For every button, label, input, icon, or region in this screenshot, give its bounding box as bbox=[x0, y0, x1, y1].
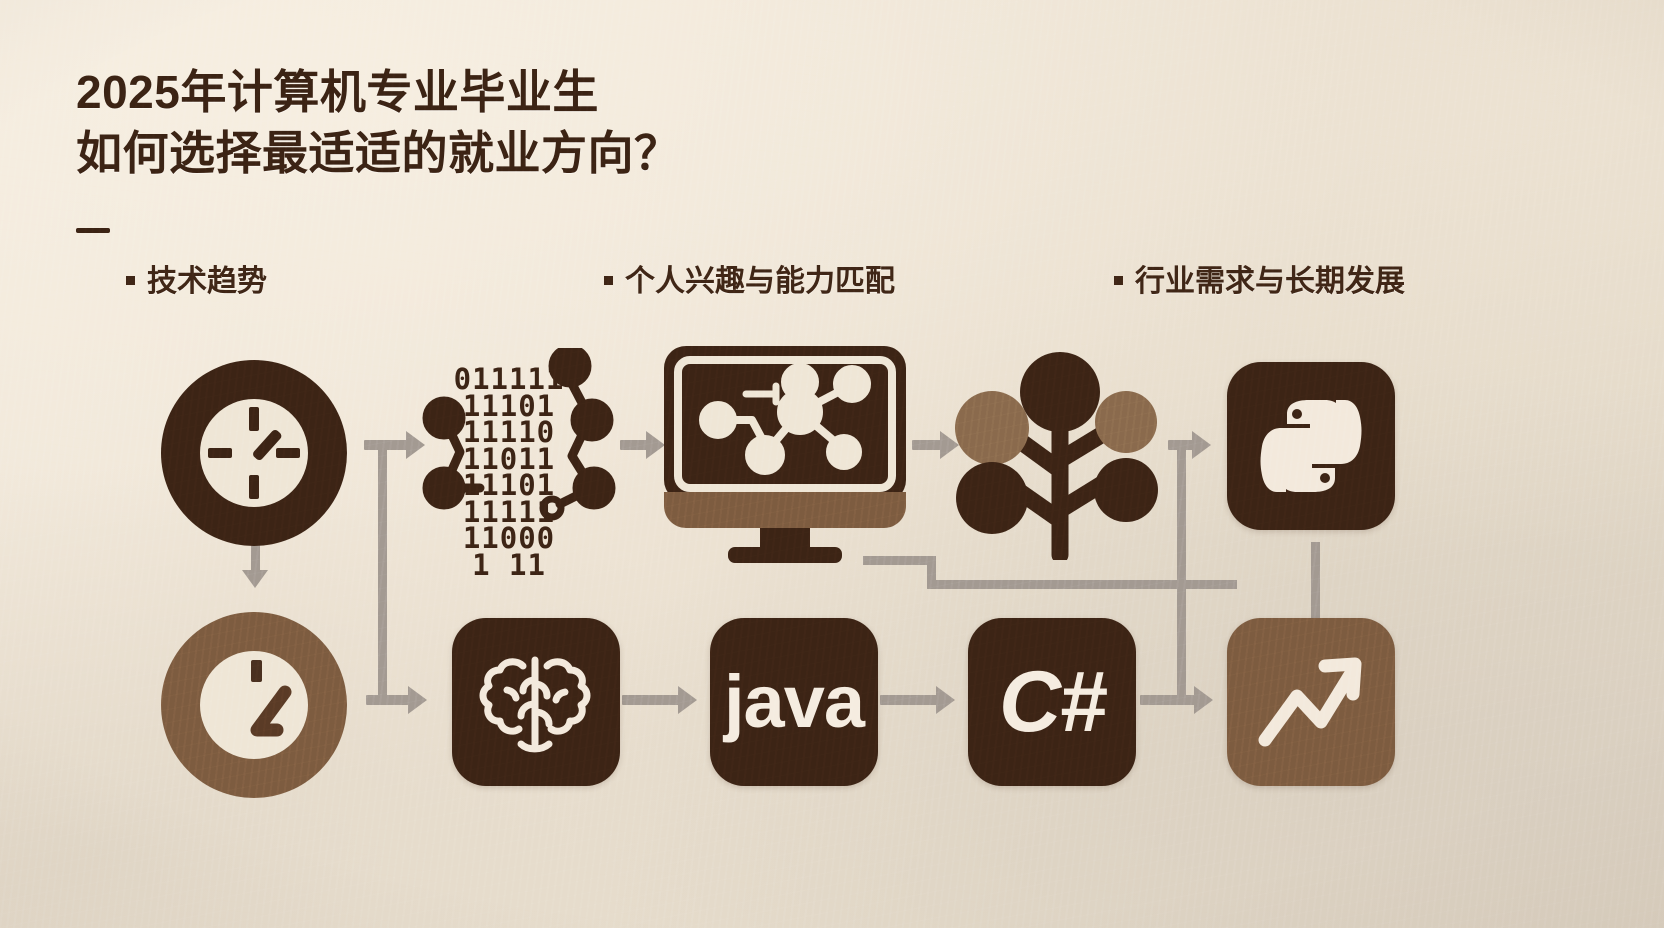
clock-hand-curved bbox=[250, 685, 292, 737]
arrow-csharp-to-trend bbox=[1140, 686, 1213, 714]
arrow-brain-to-java bbox=[622, 686, 697, 714]
node-binary-network[interactable]: 011111 11101 11110 11011 11101 11111 110… bbox=[420, 348, 620, 579]
flow-diagram: 011111 11101 11110 11011 11101 11111 110… bbox=[0, 330, 1664, 850]
node-java[interactable]: java bbox=[710, 618, 878, 786]
title-line-1: 2025年计算机专业毕业生 bbox=[76, 66, 599, 118]
clock-tick-12 bbox=[251, 660, 262, 682]
node-monitor-network[interactable] bbox=[660, 342, 910, 567]
binary-digits: 011111 11101 11110 11011 11101 11111 110… bbox=[444, 362, 574, 582]
binary-row: 11101 bbox=[462, 388, 556, 423]
binary-row: 11101 bbox=[462, 468, 556, 502]
binary-row: 11110 bbox=[462, 415, 556, 449]
title-line-2: 如何选择最适适的就业方向？ bbox=[76, 126, 681, 179]
python-icon bbox=[1260, 400, 1362, 492]
title-divider bbox=[76, 228, 110, 233]
bullet-item-industry-demand: 行业需求与长期发展 bbox=[1114, 256, 1405, 300]
clock-tick-3 bbox=[276, 448, 300, 458]
node-brain[interactable] bbox=[452, 618, 620, 786]
bullet-label: 行业需求与长期发展 bbox=[1135, 265, 1405, 298]
bullet-square-icon bbox=[604, 275, 613, 285]
binary-row: 011111 bbox=[453, 362, 565, 396]
bullet-label: 个人兴趣与能力匹配 bbox=[625, 265, 895, 298]
csharp-label: C# bbox=[999, 654, 1107, 750]
arrow-java-to-csharp bbox=[880, 686, 955, 714]
connector-right-rail bbox=[1177, 440, 1186, 700]
binary-row: 11000 bbox=[462, 521, 556, 555]
connector-mid-rail bbox=[927, 580, 1237, 589]
connector-left-rail bbox=[378, 440, 387, 700]
arrow-binary-to-monitor bbox=[620, 431, 665, 459]
connector-python-down bbox=[1311, 542, 1320, 630]
brain-icon bbox=[479, 656, 591, 753]
node-python[interactable] bbox=[1227, 362, 1395, 530]
node-clock-dark[interactable] bbox=[161, 360, 347, 546]
bullet-square-icon bbox=[1114, 275, 1123, 285]
clock-tick-12 bbox=[249, 407, 259, 431]
connector-monitor-elbow-h bbox=[863, 556, 935, 565]
clock-dark-icon bbox=[161, 360, 347, 546]
monitor-network-icon bbox=[664, 346, 906, 563]
java-label: java bbox=[723, 660, 865, 743]
clock-tick-6 bbox=[249, 475, 259, 499]
node-csharp[interactable]: C# bbox=[968, 618, 1136, 786]
binary-row: 11011 bbox=[462, 441, 556, 476]
arrow-monitor-to-tree bbox=[912, 431, 959, 459]
arrow-clock2-to-brain bbox=[366, 686, 427, 714]
tree-icon bbox=[955, 352, 1158, 560]
binary-row: 11111 bbox=[462, 494, 556, 529]
clock-light-icon bbox=[161, 612, 347, 798]
bullet-row: 技术趋势 个人兴趣与能力匹配 行业需求与长期发展 bbox=[0, 256, 1664, 300]
connector-monitor-elbow-v bbox=[927, 556, 936, 588]
bullet-label: 技术趋势 bbox=[147, 265, 267, 298]
bullet-square-icon bbox=[126, 275, 135, 285]
binary-row: 1 11 bbox=[472, 547, 546, 582]
bullet-item-tech-trend: 技术趋势 bbox=[126, 256, 267, 300]
bullet-item-interest-match: 个人兴趣与能力匹配 bbox=[604, 256, 895, 300]
page-title: 2025年计算机专业毕业生 如何选择最适适的就业方向？ bbox=[76, 62, 1076, 183]
trending-up-icon bbox=[1258, 657, 1362, 747]
node-tree[interactable] bbox=[950, 350, 1170, 560]
binary-network-icon bbox=[422, 348, 616, 521]
node-clock-light[interactable] bbox=[161, 612, 347, 798]
clock-tick-9 bbox=[208, 448, 232, 458]
node-trending-up[interactable] bbox=[1227, 618, 1395, 786]
